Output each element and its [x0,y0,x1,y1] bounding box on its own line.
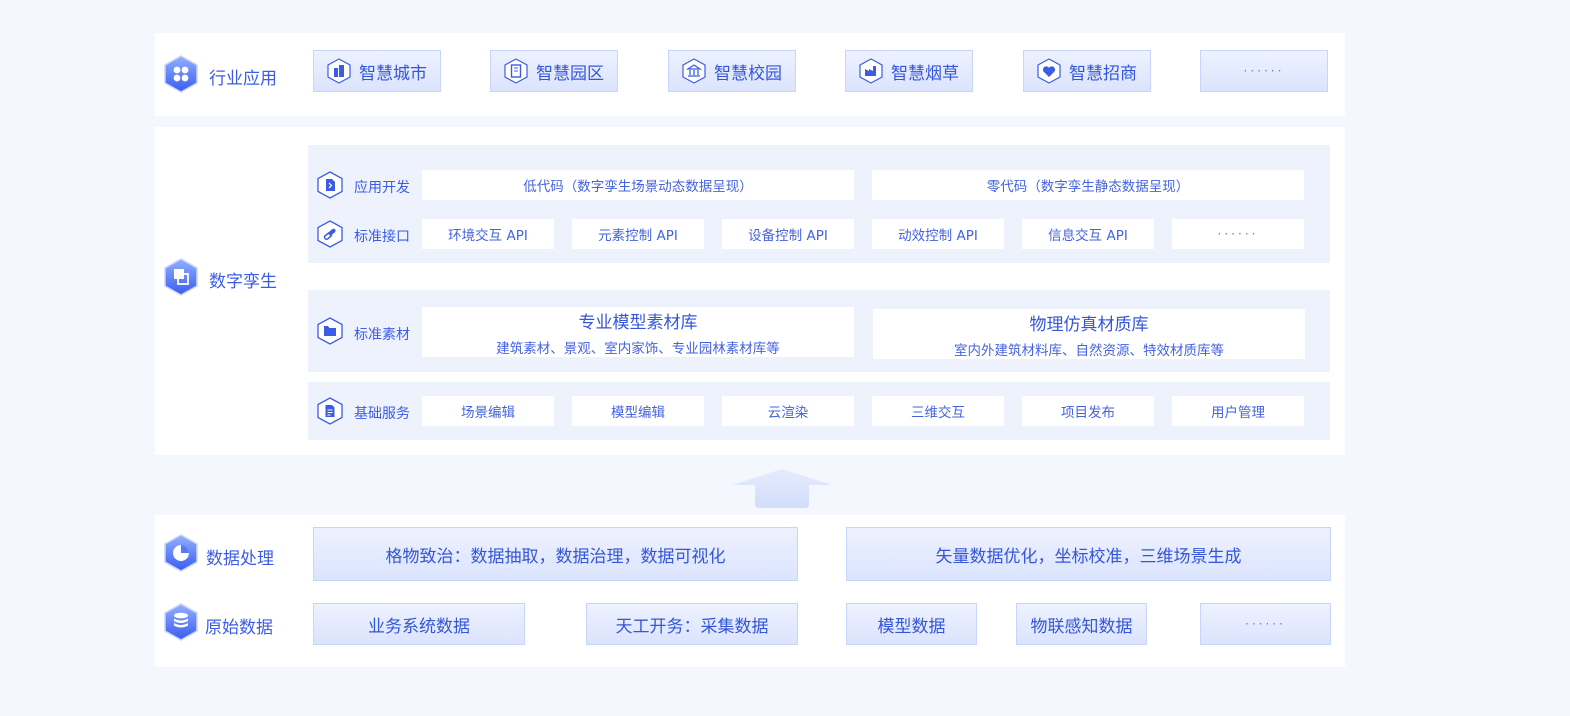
services-label: 基础服务 [354,406,410,422]
api-label: 标准接口 [354,229,410,245]
material-library-title: 物理仿真材质库 [1029,314,1149,335]
app-smart-city[interactable]: 智慧城市 [313,50,441,92]
app-dev-label: 应用开发 [354,180,410,196]
document-code-icon [317,171,343,199]
zero-code-box[interactable]: 零代码（数字孪生静态数据呈现） [872,170,1304,200]
service-model-edit[interactable]: 模型编辑 [572,396,704,426]
material-label: 标准素材 [354,327,410,343]
raw-box-business[interactable]: 业务系统数据 [313,603,525,645]
grid-icon [163,55,199,93]
model-library-subtitle: 建筑素材、景观、室内家饰、专业园林素材库等 [496,340,780,357]
material-library-box[interactable]: 物理仿真材质库 室内外建筑材料库、自然资源、特效材质库等 [873,309,1305,359]
app-smart-investment[interactable]: 智慧招商 [1023,50,1151,92]
app-smart-campus-label: 智慧校园 [714,63,782,84]
api-box-info[interactable]: 信息交互 API [1022,219,1154,249]
raw-box-iot[interactable]: 物联感知数据 [1016,603,1147,645]
app-more-dots: ······ [1243,64,1285,78]
link-icon [317,220,343,248]
service-user-manage[interactable]: 用户管理 [1172,396,1304,426]
up-arrow-icon [732,469,832,508]
api-box-environment[interactable]: 环境交互 API [422,219,554,249]
park-building-icon [504,58,528,84]
app-smart-campus[interactable]: 智慧校园 [668,50,796,92]
api-box-more[interactable]: ······ [1172,219,1304,249]
campus-icon [682,58,706,84]
processing-box-1[interactable]: 格物致治：数据抽取，数据治理，数据可视化 [313,527,798,581]
service-project-publish[interactable]: 项目发布 [1022,396,1154,426]
model-library-title: 专业模型素材库 [578,312,698,333]
layers-icon [163,258,199,296]
raw-more-dots: ······ [1245,617,1286,631]
model-library-box[interactable]: 专业模型素材库 建筑素材、景观、室内家饰、专业园林素材库等 [422,307,854,357]
api-box-effect[interactable]: 动效控制 API [872,219,1004,249]
app-smart-city-label: 智慧城市 [359,63,427,84]
file-list-icon [317,397,343,425]
folder-icon [317,317,343,345]
processing-layer-label: 数据处理 [206,549,274,569]
app-smart-park-label: 智慧园区 [536,63,604,84]
raw-box-model[interactable]: 模型数据 [846,603,977,645]
twin-layer-label: 数字孪生 [209,272,277,292]
raw-box-collection[interactable]: 天工开务：采集数据 [586,603,798,645]
raw-box-more[interactable]: ······ [1200,603,1331,645]
factory-icon [859,58,883,84]
app-smart-park[interactable]: 智慧园区 [490,50,618,92]
raw-layer-label: 原始数据 [205,618,273,638]
app-smart-investment-label: 智慧招商 [1069,63,1137,84]
api-box-device[interactable]: 设备控制 API [722,219,854,249]
low-code-box[interactable]: 低代码（数字孪生场景动态数据呈现） [422,170,854,200]
api-box-element[interactable]: 元素控制 API [572,219,704,249]
app-smart-tobacco[interactable]: 智慧烟草 [845,50,973,92]
api-more-dots: ······ [1217,227,1259,241]
service-3d-interaction[interactable]: 三维交互 [872,396,1004,426]
database-icon [163,603,199,641]
industry-layer-label: 行业应用 [209,69,277,89]
processing-box-2[interactable]: 矢量数据优化，坐标校准，三维场景生成 [846,527,1331,581]
handshake-heart-icon [1037,58,1061,84]
pie-chart-icon [163,534,199,572]
material-library-subtitle: 室内外建筑材料库、自然资源、特效材质库等 [954,342,1224,359]
service-cloud-render[interactable]: 云渲染 [722,396,854,426]
app-smart-tobacco-label: 智慧烟草 [891,63,959,84]
city-building-icon [327,58,351,84]
service-scene-edit[interactable]: 场景编辑 [422,396,554,426]
app-more[interactable]: ······ [1200,50,1328,92]
